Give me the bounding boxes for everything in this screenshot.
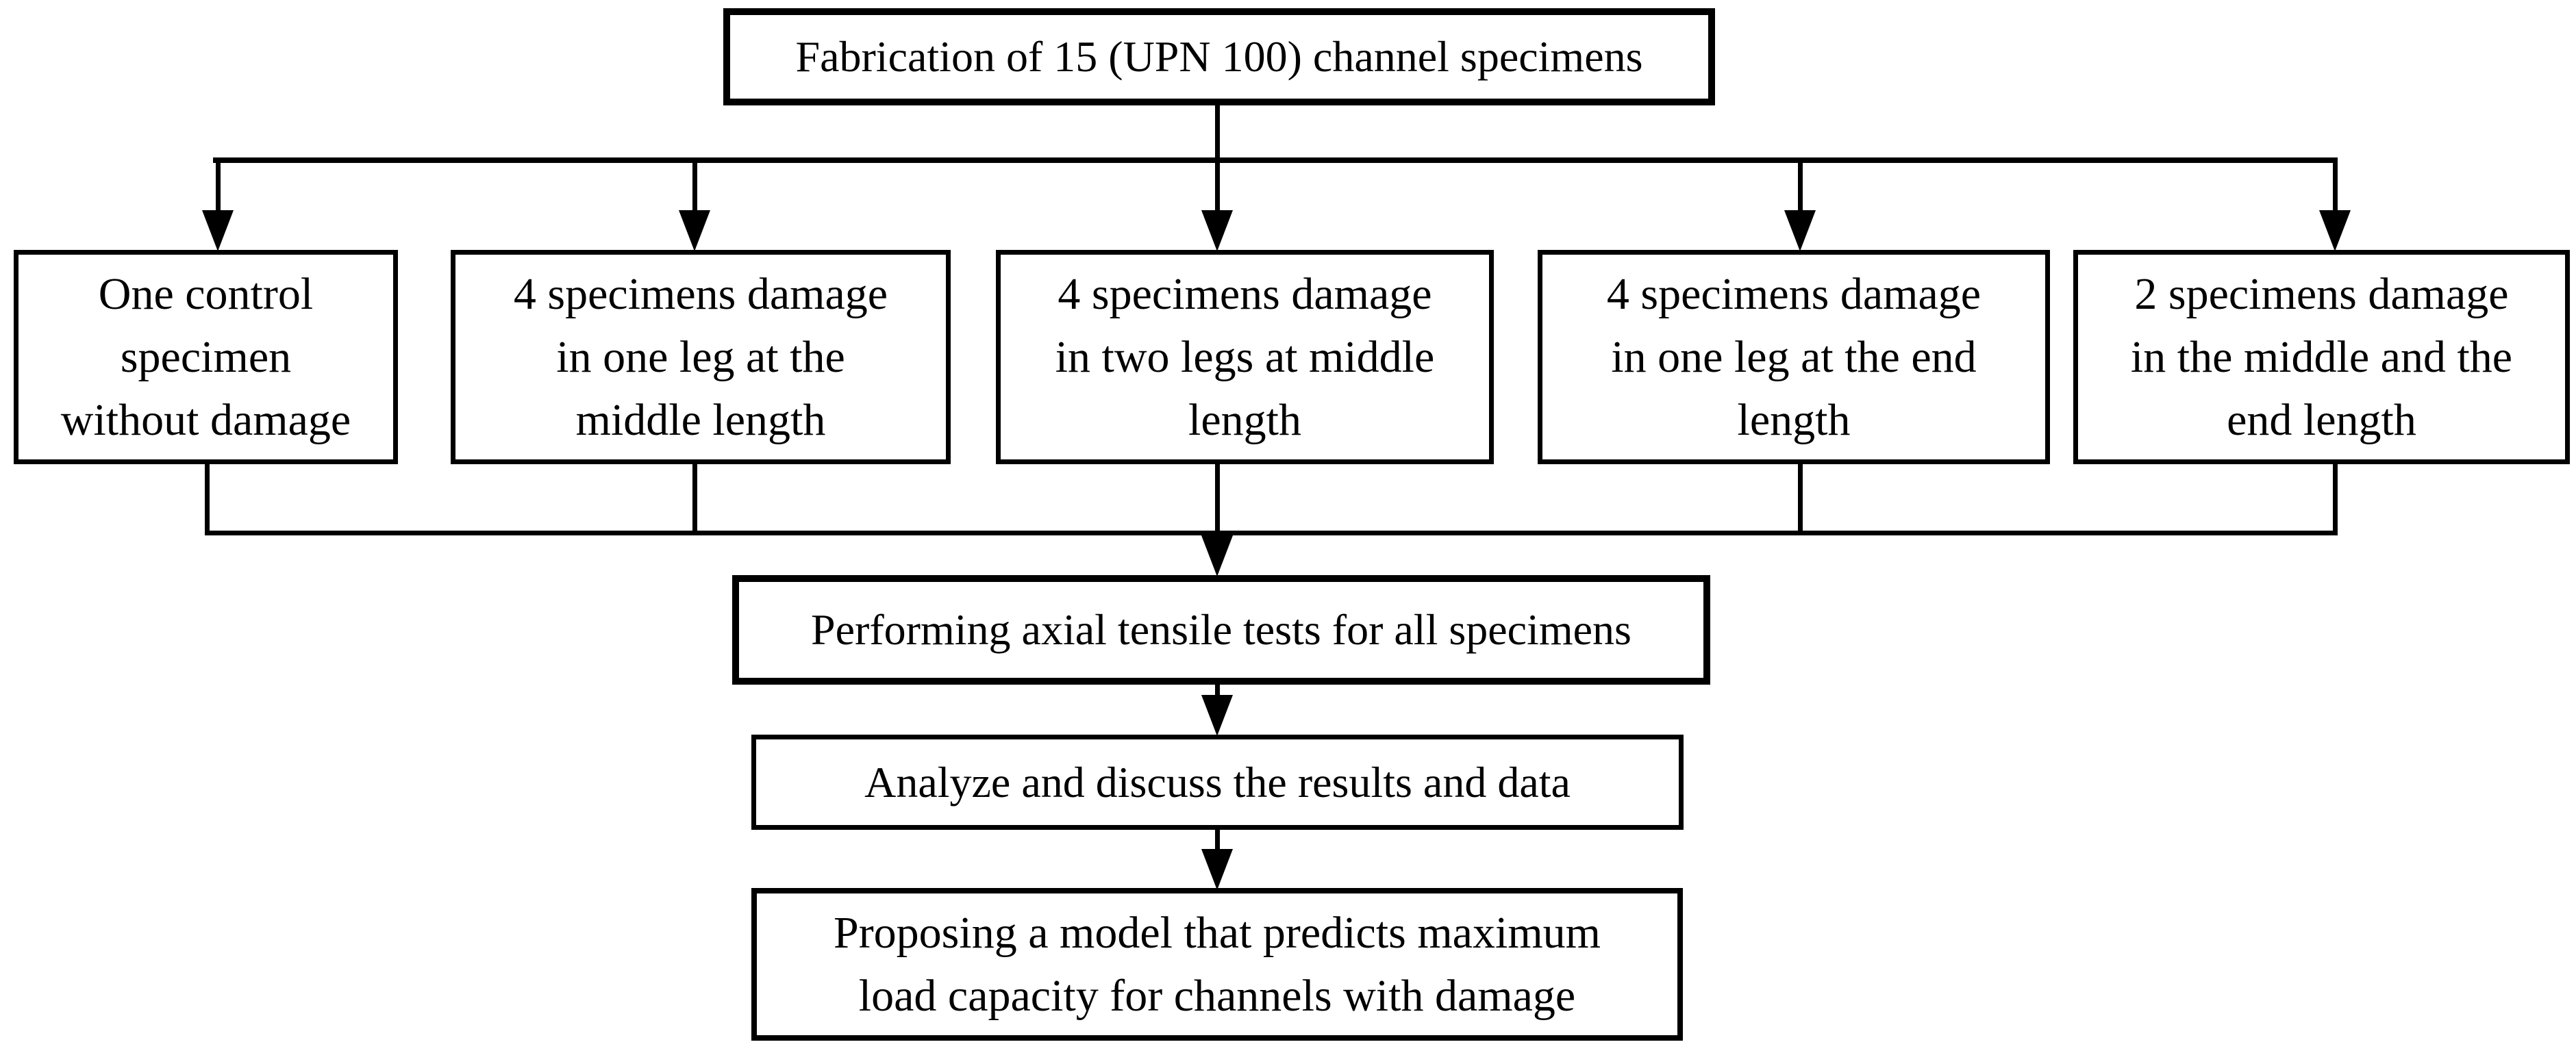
- node-label: Proposing a model that predicts maximum …: [833, 907, 1601, 1021]
- arrow-down-icon: [202, 210, 234, 251]
- node-label: Analyze and discuss the results and data: [864, 757, 1571, 807]
- connector-stem-analyze-proposing: [1215, 828, 1220, 852]
- node-damage-two-legs-middle: 4 specimens damage in two legs at middle…: [996, 250, 1494, 464]
- node-fabrication: Fabrication of 15 (UPN 100) channel spec…: [723, 8, 1715, 105]
- arrow-down-icon: [2319, 210, 2351, 251]
- connector-drop-control: [216, 162, 221, 212]
- node-damage-middle-end: 2 specimens damage in the middle and the…: [2073, 250, 2570, 464]
- arrow-down-icon: [1201, 695, 1233, 736]
- connector-branch-line: [213, 157, 2338, 163]
- node-label: 4 specimens damage in one leg at the end…: [1606, 268, 1981, 445]
- node-label: Fabrication of 15 (UPN 100) channel spec…: [795, 32, 1643, 81]
- node-label: 4 specimens damage in one leg at the mid…: [513, 268, 888, 445]
- node-damage-one-leg-middle: 4 specimens damage in one leg at the mid…: [451, 250, 951, 464]
- node-proposing-model: Proposing a model that predicts maximum …: [751, 888, 1683, 1041]
- arrow-down-icon: [1784, 210, 1816, 251]
- node-control-specimen: One control specimen without damage: [14, 250, 398, 464]
- connector-rise-one-leg-end: [1798, 463, 1803, 533]
- arrow-down-icon: [679, 210, 710, 251]
- connector-rise-one-leg-middle: [692, 463, 697, 533]
- connector-drop-one-leg-middle: [692, 162, 697, 212]
- connector-stem-fabrication: [1215, 103, 1220, 159]
- node-performing-tests: Performing axial tensile tests for all s…: [732, 575, 1710, 685]
- node-label: 2 specimens damage in the middle and the…: [2130, 268, 2513, 445]
- node-label: Performing axial tensile tests for all s…: [811, 605, 1631, 654]
- arrow-down-icon: [1201, 535, 1233, 576]
- connector-collector-line: [205, 531, 2338, 535]
- connector-rise-middle-end: [2333, 463, 2338, 533]
- connector-drop-two-legs-middle: [1215, 162, 1220, 212]
- connector-stem-performing-analyze: [1215, 683, 1220, 698]
- node-label: One control specimen without damage: [60, 268, 351, 445]
- arrow-down-icon: [1201, 849, 1233, 890]
- connector-rise-two-legs-middle: [1215, 463, 1220, 538]
- connector-drop-one-leg-end: [1798, 162, 1803, 212]
- node-damage-one-leg-end: 4 specimens damage in one leg at the end…: [1538, 250, 2050, 464]
- arrow-down-icon: [1201, 210, 1233, 251]
- connector-drop-middle-end: [2333, 162, 2338, 212]
- node-label: 4 specimens damage in two legs at middle…: [1055, 268, 1435, 445]
- connector-rise-control: [205, 463, 210, 533]
- node-analyze-results: Analyze and discuss the results and data: [751, 735, 1684, 830]
